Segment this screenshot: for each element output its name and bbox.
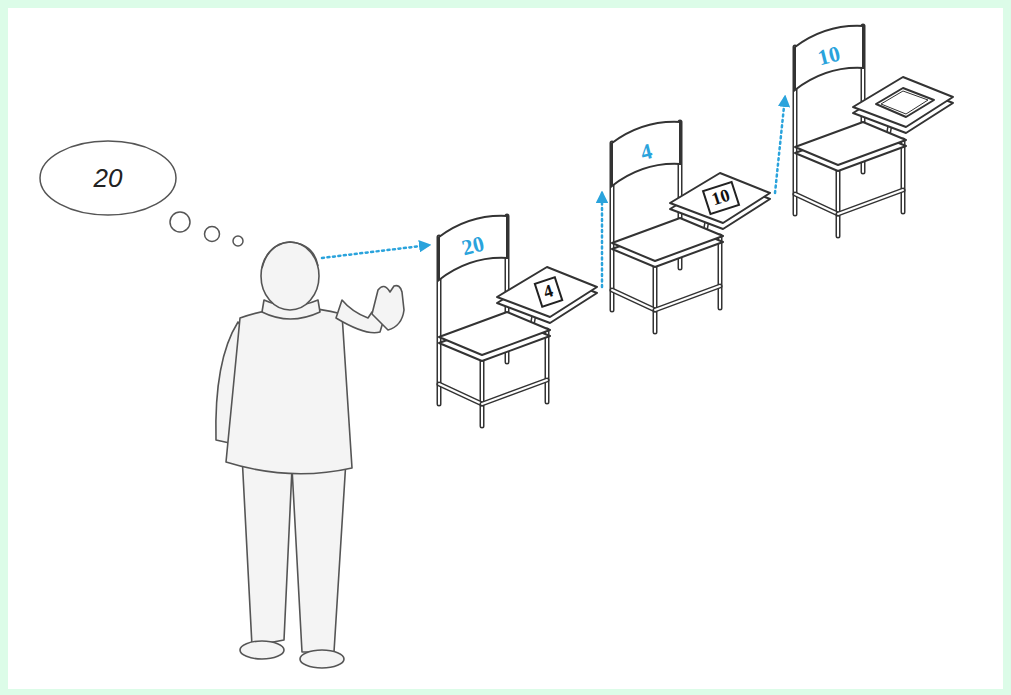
chair-back bbox=[439, 216, 507, 280]
chair-tube-highlight bbox=[837, 165, 839, 236]
chair-tube-highlight bbox=[439, 384, 482, 404]
chair-tube bbox=[795, 194, 838, 214]
paper-inner bbox=[881, 91, 928, 114]
chair-node: 204 bbox=[432, 212, 602, 432]
thought-value: 20 bbox=[94, 164, 123, 193]
bubble-drawing bbox=[40, 141, 243, 246]
chair-tube bbox=[836, 165, 841, 236]
desk-top bbox=[853, 77, 953, 127]
chair-tube bbox=[482, 380, 547, 404]
chair-tube bbox=[545, 330, 550, 402]
man-shoe bbox=[240, 641, 284, 659]
seat bbox=[612, 218, 723, 261]
chair-tube-highlight bbox=[655, 286, 720, 310]
seat bbox=[439, 312, 550, 355]
chair-tube-highlight bbox=[838, 190, 903, 214]
chair-tube bbox=[838, 190, 903, 214]
bubble-dot bbox=[170, 212, 190, 232]
chair-tube-highlight bbox=[546, 330, 548, 402]
desk-top bbox=[670, 173, 770, 223]
chair-drawing bbox=[612, 122, 770, 332]
chair-tube bbox=[653, 261, 658, 332]
chair-tube-highlight bbox=[719, 236, 721, 308]
chair-tube bbox=[655, 286, 720, 310]
desk-top bbox=[497, 267, 597, 317]
blank-paper bbox=[876, 88, 934, 117]
man-jacket bbox=[226, 308, 352, 474]
chair-drawing bbox=[795, 26, 953, 236]
chair-tube bbox=[480, 355, 485, 426]
man-leg bbox=[242, 455, 292, 646]
chair-tube-highlight bbox=[795, 194, 838, 214]
chair-tube bbox=[901, 140, 906, 212]
chair-node: 410 bbox=[605, 118, 775, 338]
bubble-dot bbox=[205, 227, 220, 242]
pointer-arrow bbox=[775, 97, 785, 193]
seat bbox=[795, 122, 906, 165]
chair-tube-highlight bbox=[654, 261, 656, 332]
thought-bubble: 20 bbox=[40, 140, 322, 300]
chair-tube-highlight bbox=[481, 355, 483, 426]
bubble-outline bbox=[40, 141, 176, 215]
man-head bbox=[261, 242, 319, 310]
chair-back bbox=[795, 26, 863, 90]
man-hair bbox=[262, 242, 318, 268]
chair-tube-highlight bbox=[902, 140, 904, 212]
chair-drawing bbox=[439, 216, 597, 426]
pointer-arrow bbox=[322, 245, 429, 258]
chair-back bbox=[612, 122, 680, 186]
man-shoe bbox=[300, 650, 344, 668]
man-leg bbox=[292, 460, 346, 652]
bubble-shape bbox=[40, 140, 322, 300]
chair-tube bbox=[612, 290, 655, 310]
chair-shape bbox=[432, 212, 602, 432]
pointer-arrow bbox=[601, 193, 604, 287]
chair-node: 10 bbox=[788, 22, 958, 242]
chair-shape bbox=[605, 118, 775, 338]
man-figure bbox=[216, 242, 404, 668]
bubble-dot bbox=[233, 236, 243, 246]
chair-shape bbox=[788, 22, 958, 242]
chair-tube bbox=[718, 236, 723, 308]
chair-tube bbox=[439, 384, 482, 404]
man-hand bbox=[372, 286, 404, 330]
page-ground bbox=[8, 8, 1003, 689]
chair-tube-highlight bbox=[482, 380, 547, 404]
chair-tube-highlight bbox=[612, 290, 655, 310]
